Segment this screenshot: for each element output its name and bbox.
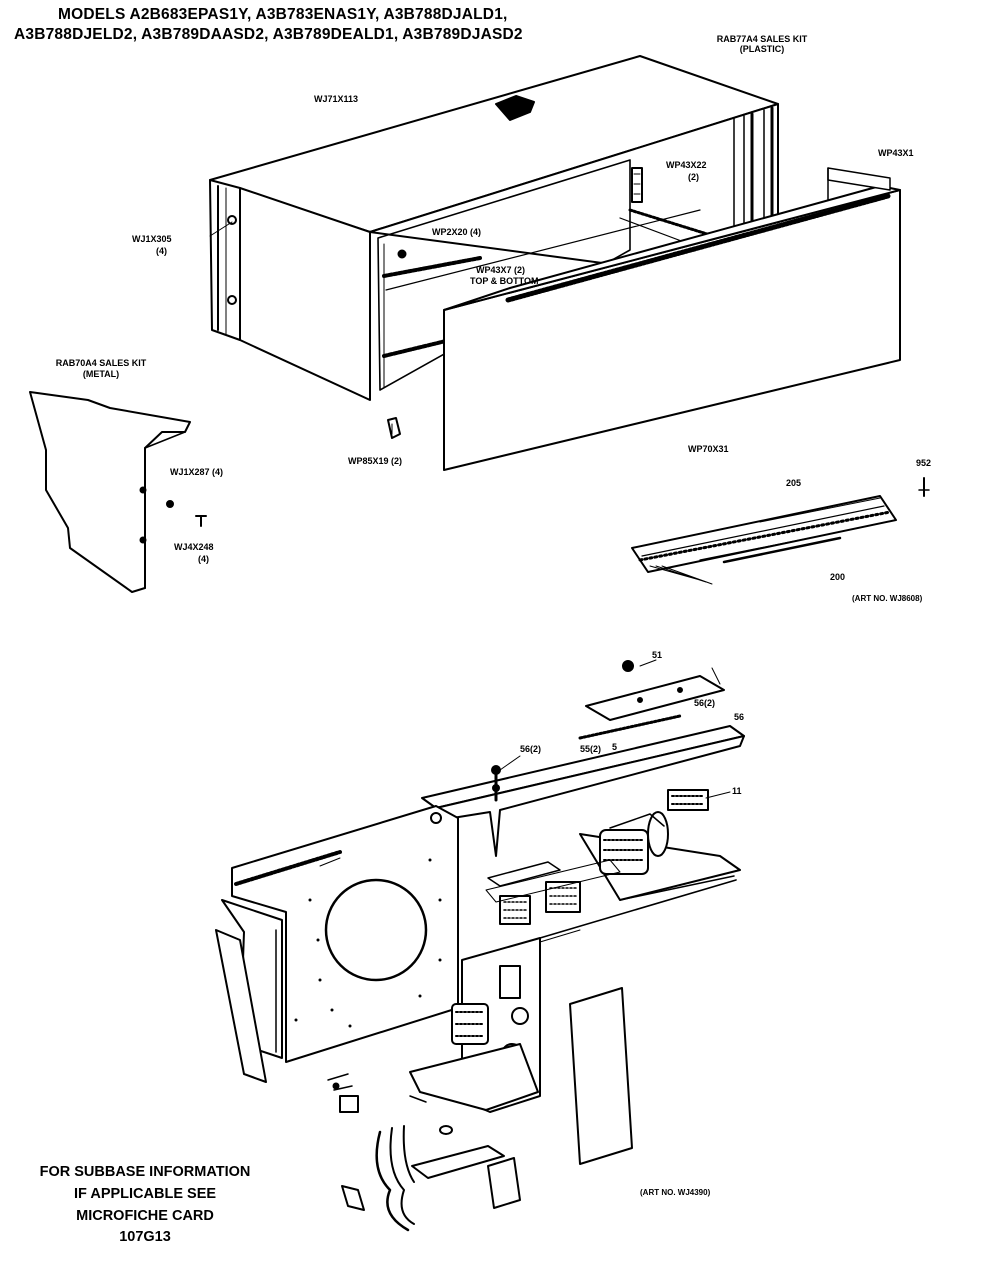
label-wj1x305-line2: (4)	[156, 246, 167, 256]
models-line-1: MODELS A2B683EPAS1Y, A3B783ENAS1Y, A3B78…	[58, 6, 508, 23]
label-56-2: 56(2)	[520, 744, 542, 754]
trim-strip-assembly	[631, 477, 930, 585]
art-number-top: (ART NO. WJ8608)	[852, 594, 923, 603]
label-wp2x20: WP2X20 (4)	[432, 227, 482, 237]
front-panel-wp70x31	[443, 167, 901, 471]
metal-panel-rab70a4	[29, 391, 207, 593]
label-wp43x7-line1: WP43X7 (2)	[476, 265, 526, 275]
label-rab70a4-line2: (METAL)	[82, 369, 120, 379]
footnote-line-3: MICROFICHE CARD	[76, 1208, 214, 1224]
label-wp43x7-line2: TOP & BOTTOM	[470, 276, 539, 286]
label-wp85x19: WP85X19 (2)	[348, 456, 403, 466]
relay-left	[499, 895, 531, 925]
footnote-line-1: FOR SUBBASE INFORMATION	[39, 1164, 251, 1180]
label-wp70x31: WP70X31	[688, 444, 729, 454]
cabinet-shell	[209, 55, 779, 401]
label-56-2b: 56(2)	[694, 698, 716, 708]
label-wp43x1: WP43X1	[878, 148, 914, 158]
relay-right	[545, 881, 581, 913]
footnote-line-2: IF APPLICABLE SEE	[73, 1186, 217, 1202]
label-5: 5	[612, 742, 618, 752]
label-wp43x22-line1: WP43X22	[666, 160, 707, 170]
label-rab77a4-line2: (PLASTIC)	[739, 44, 785, 54]
label-wj1x287: WJ1X287 (4)	[170, 467, 224, 477]
label-200: 200	[830, 572, 846, 582]
label-rab70a4-line1: RAB70A4 SALES KIT	[55, 358, 147, 368]
label-56: 56	[734, 712, 745, 722]
label-11: 11	[732, 786, 742, 796]
label-rab77a4-line1: RAB77A4 SALES KIT	[716, 34, 808, 44]
label-952: 952	[916, 458, 932, 468]
clip-wp85x19	[387, 417, 401, 439]
label-51: 51	[652, 650, 663, 660]
label-wp43x22-line2: (2)	[688, 172, 699, 182]
label-wj71x113: WJ71X113	[314, 94, 359, 104]
label-55-2: 55(2)	[580, 744, 602, 754]
models-line-2: A3B788DJELD2, A3B789DAASD2, A3B789DEALD1…	[14, 26, 523, 43]
label-wj4x248-line2: (4)	[198, 554, 209, 564]
label-wj4x248-line1: WJ4X248	[174, 542, 214, 552]
chassis-assembly	[209, 221, 745, 1232]
label-wj1x305-line1: WJ1X305	[132, 234, 172, 244]
art-number-bottom: (ART NO. WJ4390)	[640, 1188, 711, 1197]
footnote-line-4: 107G13	[119, 1229, 171, 1245]
label-205: 205	[786, 478, 802, 488]
